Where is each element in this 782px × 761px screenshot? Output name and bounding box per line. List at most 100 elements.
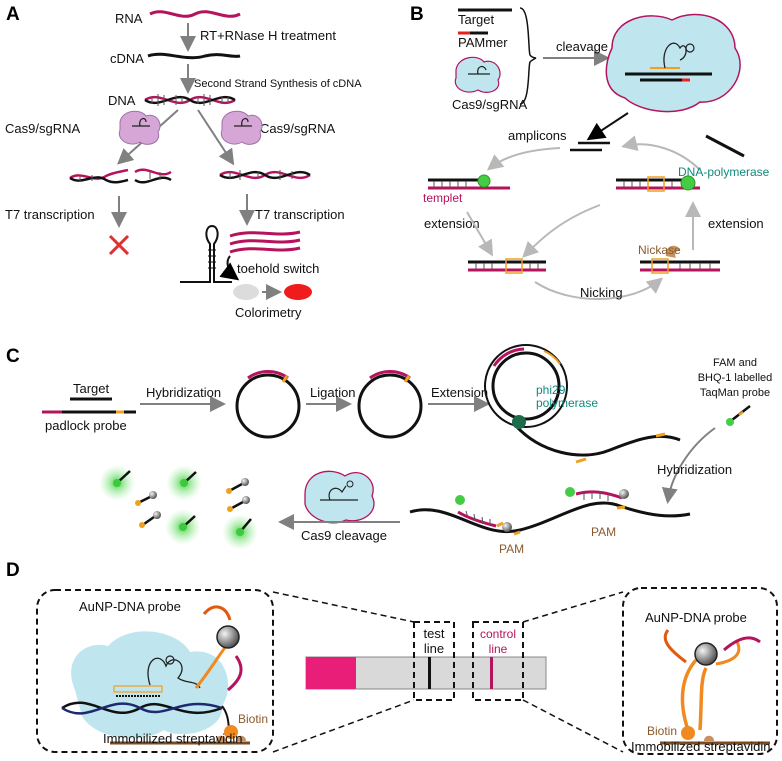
- nickase-label: Nickase: [638, 243, 681, 257]
- released-fluorophores: [99, 465, 258, 550]
- dna-label: DNA: [108, 93, 136, 108]
- phi29-label: phi29: [536, 383, 566, 397]
- target-label: Target: [458, 12, 495, 27]
- cas9-icon-c: [304, 470, 375, 524]
- panel-c-label: C: [6, 346, 20, 367]
- control-line: [490, 657, 493, 689]
- zoom-line-left-top: [272, 591, 415, 623]
- pammer-label: PAMmer: [458, 35, 508, 50]
- panel-a: A RNA RT+RNase H treatment cDNA Second S…: [5, 4, 362, 320]
- test-line: [428, 657, 431, 689]
- colored-product: [284, 284, 312, 300]
- colorless-substrate: [233, 284, 259, 300]
- zoom-line-left-bottom: [272, 699, 415, 753]
- phi29-polymerase-label: polymerase: [536, 396, 598, 410]
- arrow-recycle-top: [621, 135, 701, 171]
- sample-pad: [306, 657, 356, 689]
- ligation-label: Ligation: [310, 385, 356, 400]
- padlock-probe-label: padlock probe: [45, 418, 127, 433]
- cas9-left-icon: [118, 110, 161, 145]
- rna-strand: [149, 10, 241, 18]
- circle-hybridized: [235, 370, 301, 439]
- circle-ligated: [357, 370, 423, 439]
- arrow-to-templet: [486, 147, 561, 171]
- cdna-label: cDNA: [110, 51, 144, 66]
- toehold-switch-label: toehold switch: [237, 261, 319, 276]
- panel-d: D AuNP-DNA probe Biotin Immobilized stre…: [6, 560, 778, 755]
- zoom-box-right: [622, 587, 778, 755]
- streptavidin-right-label: Immobilized streptavidin: [631, 739, 770, 754]
- panel-c: C Target padlock probe Hybridization Lig…: [6, 344, 773, 556]
- grouping-brace: [519, 7, 537, 105]
- second-strand-label: Second Strand Synthesis of cDNA: [194, 78, 362, 90]
- nicking-label: Nicking: [580, 285, 623, 300]
- t7-right-label: T7 transcription: [255, 207, 345, 222]
- cas9-sgrna-label: Cas9/sgRNA: [452, 97, 527, 112]
- aunp-complex-right: [660, 629, 770, 745]
- t7-left-label: T7 transcription: [5, 207, 95, 222]
- colorimetry-label: Colorimetry: [235, 305, 302, 320]
- cdna-strand: [147, 52, 241, 60]
- templet-label: templet: [423, 191, 463, 205]
- panel-b: B Target PAMmer Cas9/sgRNA cleavage ampl…: [410, 4, 770, 300]
- arrow-right-branch: [197, 109, 235, 166]
- aunp-complex-left: [61, 605, 250, 745]
- hybridization-c-label: Hybridization: [657, 462, 732, 477]
- test-label: test: [424, 626, 445, 641]
- taqman-probe: [726, 405, 751, 426]
- arrow-toehold: [219, 255, 240, 281]
- zoom-line-right-top: [522, 591, 624, 623]
- streptavidin-left-label: Immobilized streptavidin: [103, 731, 242, 746]
- control-line-label: line: [489, 642, 508, 656]
- panel-a-label: A: [6, 4, 20, 25]
- cas9-sgrna-right-label: Cas9/sgRNA: [260, 121, 335, 136]
- zoom-box-left: [36, 589, 274, 753]
- taqman-line-1: FAM and: [713, 357, 757, 369]
- cas9-sgrna-left-label: Cas9/sgRNA: [5, 121, 80, 136]
- intact-dna: [219, 170, 311, 180]
- test-line-box: [413, 621, 455, 701]
- probe-bound-product: [409, 487, 691, 536]
- rna-label: RNA: [115, 11, 143, 26]
- biotin-right-label: Biotin: [647, 724, 677, 738]
- arrow-cross: [522, 204, 601, 258]
- arrow-probe-hybridization: [661, 427, 716, 504]
- cas9-sgrna-icon: [454, 56, 501, 93]
- taqman-line-2: BHQ-1 labelled: [698, 372, 773, 384]
- extension-right-label: extension: [708, 216, 764, 231]
- quenchers: [135, 478, 250, 528]
- target-c-label: Target: [73, 381, 110, 396]
- zoom-line-right-bottom: [522, 699, 624, 753]
- aunp-probe-left-label: AuNP-DNA probe: [79, 599, 181, 614]
- cleaved-dna: [69, 168, 172, 184]
- nicked-duplex: [640, 245, 720, 274]
- rt-step-label: RT+RNase H treatment: [200, 28, 336, 43]
- cas9-complex-on-target: [605, 13, 741, 113]
- arrow-extension-left: [466, 211, 494, 257]
- no-signal-cross-icon: [108, 234, 130, 256]
- aunp-probe-right-label: AuNP-DNA probe: [645, 610, 747, 625]
- dna-duplex: [144, 94, 236, 106]
- test-line-label: line: [424, 641, 444, 656]
- templet-duplex: [428, 174, 510, 190]
- cas9-right-icon: [220, 110, 263, 145]
- amplicons-label: amplicons: [508, 128, 567, 143]
- cleavage-label: cleavage: [556, 39, 608, 54]
- rna-transcripts: [229, 230, 301, 254]
- pam-label-right: PAM: [591, 525, 616, 539]
- free-strand: [705, 134, 745, 158]
- taqman-line-3: TaqMan probe: [700, 387, 770, 399]
- toehold-switch-hairpin: [180, 224, 232, 283]
- arrow-nicking: [534, 277, 664, 300]
- rca-product: [484, 344, 681, 464]
- cas9-cleavage-label: Cas9 cleavage: [301, 528, 387, 543]
- extension-left-label: extension: [424, 216, 480, 231]
- dna-polymerase-label: DNA-polymerase: [678, 165, 770, 179]
- hybridization-label: Hybridization: [146, 385, 221, 400]
- lateral-flow-strip: [305, 656, 547, 690]
- arrow-to-amplicons: [586, 112, 629, 141]
- polymerase-duplex: [616, 175, 700, 192]
- panel-b-label: B: [410, 4, 424, 25]
